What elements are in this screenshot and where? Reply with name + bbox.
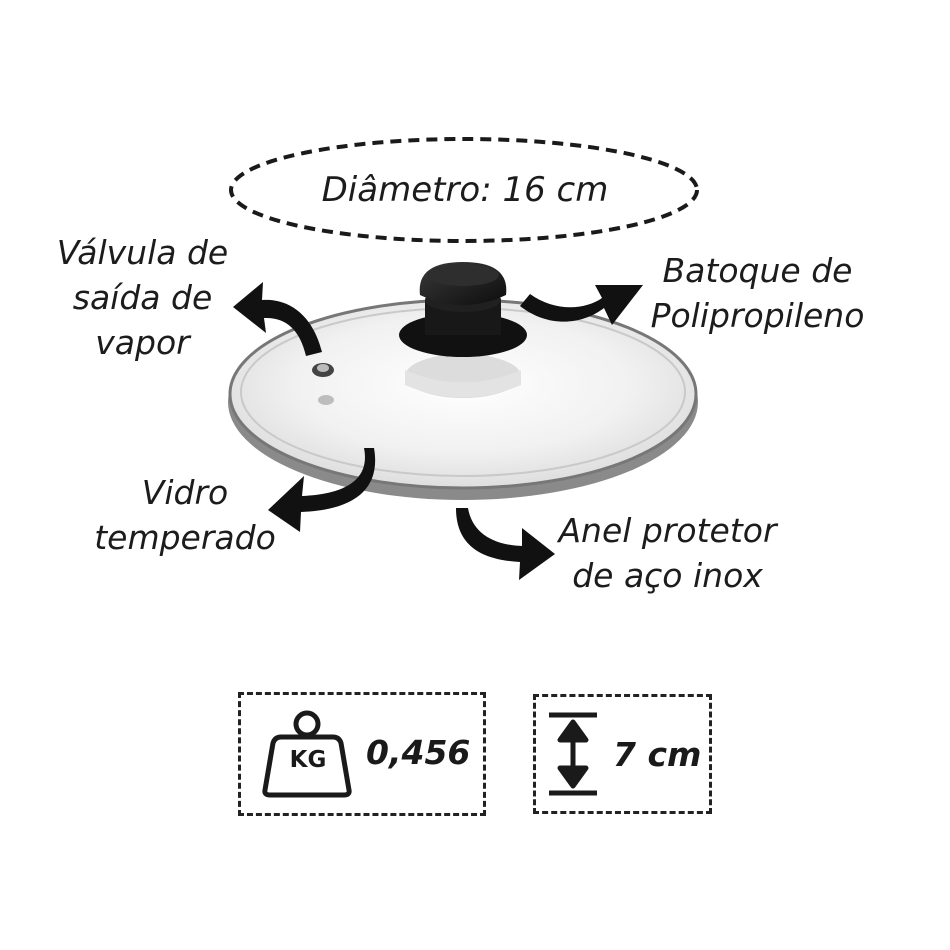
knob-label: Batoque de Polipropileno (650, 251, 865, 335)
pointer-arrows (233, 282, 643, 580)
arrow-to-valve-icon (233, 282, 322, 356)
diameter-label: Diâmetro: 16 cm (321, 170, 609, 210)
steam-valve-icon (312, 363, 334, 405)
height-value: 7 cm (613, 735, 702, 774)
height-arrow-icon (549, 712, 597, 796)
steam-valve-label: Válvula de saída de vapor (56, 233, 229, 362)
weight-spec-box (238, 692, 486, 816)
weight-value: 0,456 (366, 733, 471, 772)
kg-weight-icon (262, 710, 352, 798)
knob-icon (399, 262, 527, 357)
weight-unit-label: KG (289, 747, 327, 773)
arrow-to-glass-icon (268, 448, 376, 532)
arrow-to-knob-icon (520, 285, 643, 325)
diameter-outline (229, 137, 699, 243)
tempered-glass-label: Vidro temperado (94, 473, 276, 557)
arrow-to-ring-icon (456, 508, 555, 580)
steel-ring-label: Anel protetor de aço inox (558, 511, 777, 595)
height-spec-box (533, 694, 712, 814)
